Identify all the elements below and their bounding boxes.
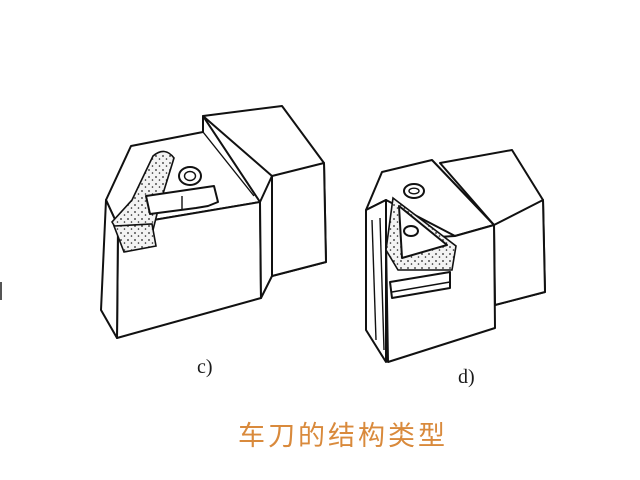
panel-label-c: c) (197, 356, 213, 378)
figure-caption: 车刀的结构类型 (238, 421, 448, 452)
tool-holder-c-drawing (100, 105, 327, 339)
tool-holder-d-drawing (365, 149, 546, 363)
panel-label-d: d) (458, 366, 475, 388)
left-edge-mark (0, 282, 2, 300)
